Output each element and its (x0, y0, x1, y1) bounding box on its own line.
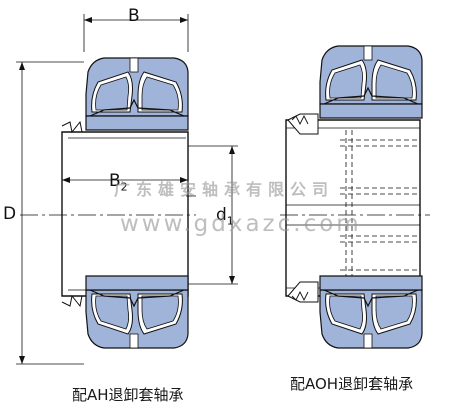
watermark-company: 广东雄安轴承有限公司 (114, 180, 335, 199)
dimension-label-B: B (128, 6, 140, 26)
dimension-label-B2-sub: 2 (120, 180, 128, 194)
caption-ah-sleeve-bearing: 配AH退卸套轴承 (72, 386, 184, 404)
dimension-label-B2: B2 (109, 171, 128, 193)
dimension-label-B2-main: B (109, 171, 121, 191)
right-bearing (280, 45, 430, 349)
dimension-label-D: D (3, 204, 17, 224)
caption-aoh-sleeve-bearing: 配AOH退卸套轴承 (290, 375, 414, 393)
dimension-label-d1-main: d (216, 205, 227, 225)
watermark-url: www.gdxazc.com (120, 211, 362, 237)
dimension-label-d1: d1 (216, 205, 234, 227)
left-bearing (16, 14, 238, 365)
dimension-label-d1-sub: 1 (226, 214, 234, 228)
